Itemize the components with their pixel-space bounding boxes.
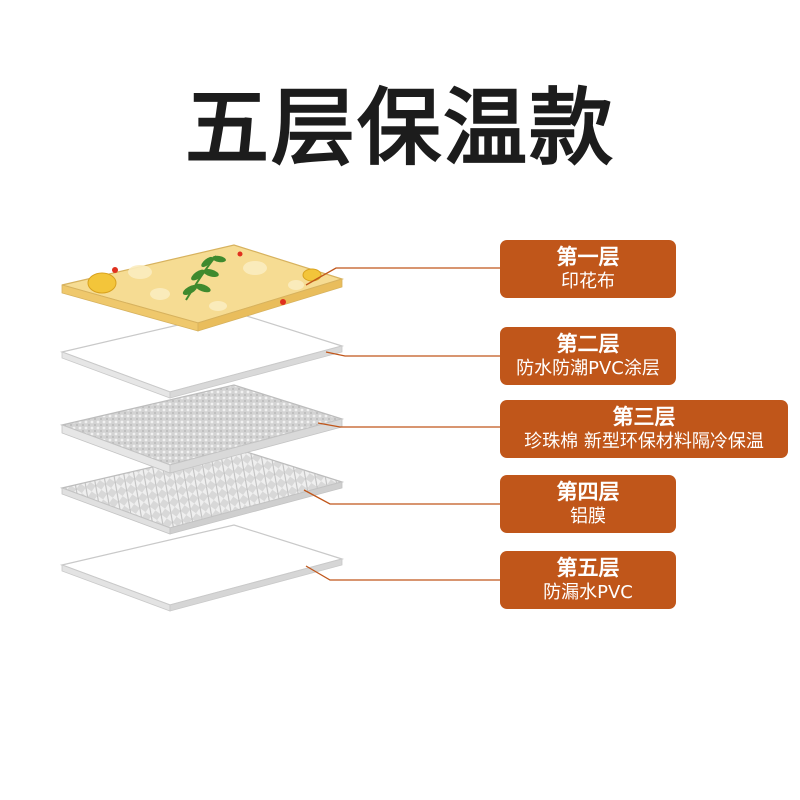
leader-line-1 [305, 267, 500, 286]
layer-label-5: 第五层 防漏水PVC [500, 551, 676, 609]
layer-desc: 防水防潮PVC涂层 [516, 358, 660, 379]
page-title: 五层保温款 [184, 79, 615, 177]
layer-label-1: 第一层 印花布 [500, 240, 676, 298]
layer-label-4: 第四层 铝膜 [500, 475, 676, 533]
layer-1-sheet [61, 244, 345, 332]
leader-line-4 [303, 489, 500, 505]
layer-desc: 印花布 [561, 271, 615, 292]
layer-name: 第一层 [556, 245, 620, 269]
leader-line-5 [305, 565, 500, 581]
layer-name: 第四层 [556, 480, 620, 504]
layer-name: 第二层 [556, 332, 620, 356]
layer-desc: 铝膜 [570, 506, 606, 527]
leader-line-3 [317, 422, 500, 428]
layer-5-sheet [59, 524, 345, 612]
leader-lines [303, 267, 500, 581]
layer-name: 第五层 [556, 556, 620, 580]
layer-desc: 珍珠棉 新型环保材料隔冷保温 [524, 431, 764, 452]
leader-line-2 [325, 351, 500, 357]
layer-name: 第三层 [612, 405, 676, 429]
leaf-sprig-icon [182, 255, 226, 301]
layer-3-sheet [59, 384, 345, 474]
layer-desc: 防漏水PVC [543, 582, 633, 603]
layer-label-2: 第二层 防水防潮PVC涂层 [500, 327, 676, 385]
layer-2-sheet [59, 311, 345, 399]
layer-label-3: 第三层 珍珠棉 新型环保材料隔冷保温 [500, 400, 788, 458]
